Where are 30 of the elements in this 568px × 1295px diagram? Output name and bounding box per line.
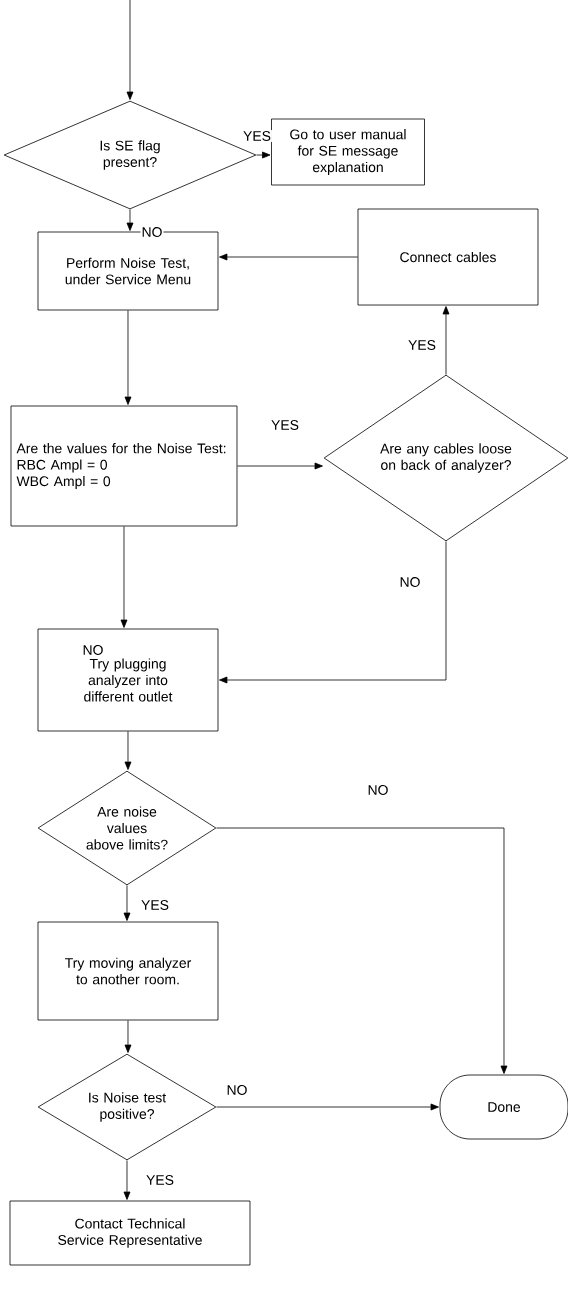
edge-label: YES bbox=[140, 899, 170, 911]
edge-label: NO bbox=[81, 644, 105, 656]
edge-label: NO bbox=[398, 576, 422, 588]
edge-label: YES bbox=[270, 419, 300, 431]
arrow bbox=[216, 1103, 439, 1111]
edge-label: NO bbox=[366, 784, 390, 796]
arrow bbox=[120, 526, 128, 628]
edge-label: YES bbox=[407, 339, 437, 351]
edge-label: NO bbox=[140, 226, 164, 238]
arrow bbox=[442, 306, 450, 375]
arrow bbox=[124, 731, 132, 770]
process-box: Connect cables bbox=[357, 208, 539, 306]
arrow bbox=[123, 885, 131, 921]
process-box: Go to user manual for SE message explanation bbox=[271, 118, 425, 186]
arrow bbox=[256, 151, 271, 159]
arrow bbox=[219, 253, 358, 261]
process-box: Contact Technical Service Representative bbox=[9, 1200, 251, 1266]
arrow bbox=[123, 1160, 131, 1200]
arrow bbox=[124, 1020, 132, 1053]
arrow bbox=[237, 462, 323, 470]
arrow bbox=[126, 0, 134, 100]
arrow bbox=[219, 541, 447, 684]
edge-label: YES bbox=[145, 1174, 175, 1186]
arrow bbox=[126, 209, 134, 231]
edge-label: NO bbox=[225, 1084, 249, 1096]
arrow bbox=[216, 827, 508, 1074]
arrow bbox=[124, 310, 132, 405]
process-box: Try moving analyzer to another room. bbox=[37, 921, 219, 1021]
process-box: Are the values for the Noise Test: RBC Ampl = 0 WBC Ampl = 0 bbox=[10, 405, 238, 527]
edge-label: YES bbox=[242, 130, 272, 142]
